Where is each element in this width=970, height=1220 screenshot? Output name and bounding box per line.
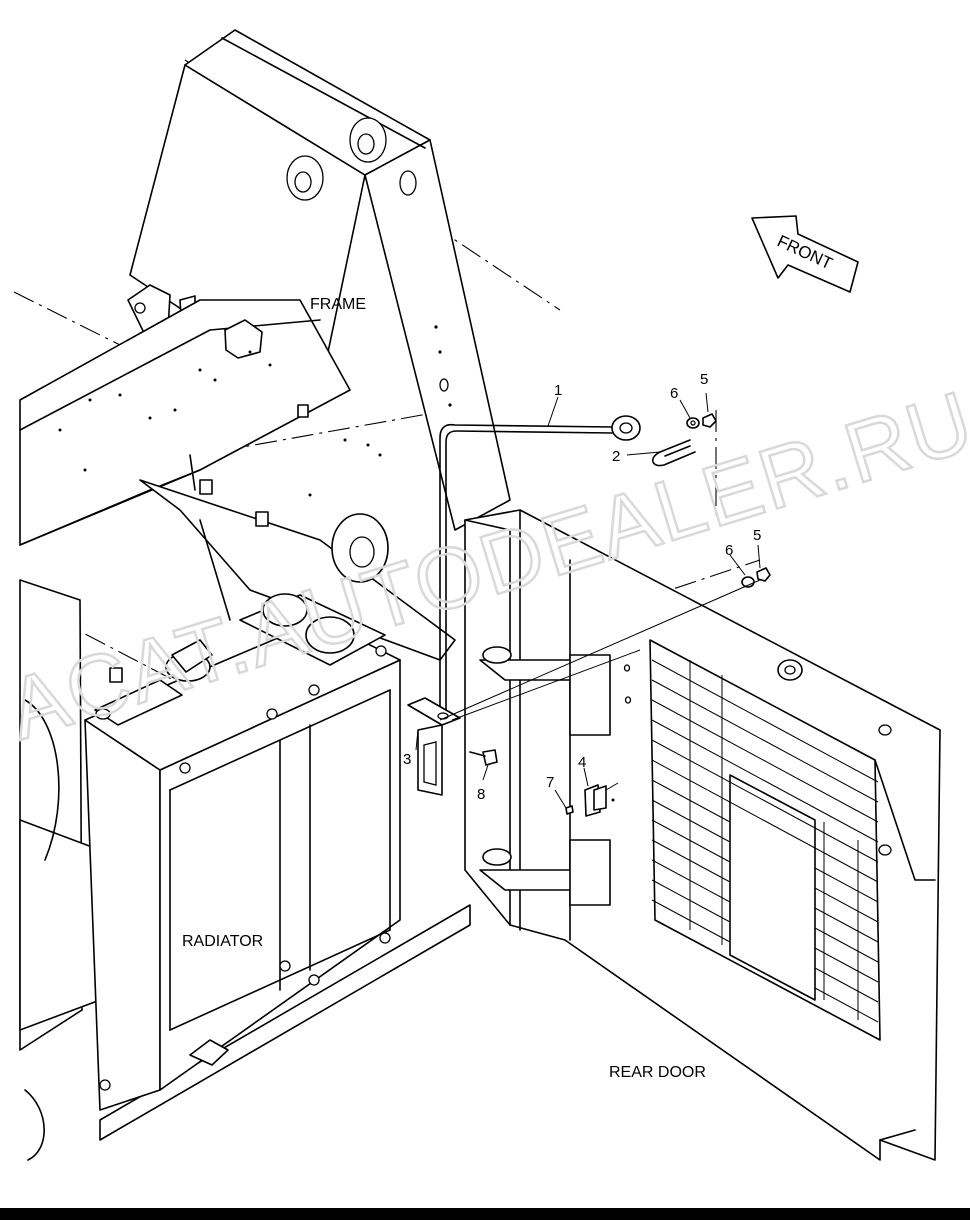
frame-label: FRAME bbox=[310, 296, 366, 313]
lower-left-body bbox=[19, 579, 139, 1161]
callout-part-8: 8 bbox=[477, 786, 485, 803]
front-direction-arrow: FRONT bbox=[751, 215, 859, 293]
callout-part-4: 4 bbox=[578, 754, 586, 771]
radiator-label: RADIATOR bbox=[182, 933, 263, 950]
callout-part-3: 3 bbox=[403, 751, 411, 768]
hardware-nuts-washers bbox=[469, 413, 771, 815]
chassis-deck bbox=[19, 299, 456, 661]
stay-rod-part-1 bbox=[439, 415, 641, 721]
leader-lines bbox=[415, 392, 761, 809]
callout-part-7: 7 bbox=[546, 774, 554, 791]
callout-part-2: 2 bbox=[612, 448, 620, 465]
callout-part-6-upper: 6 bbox=[670, 385, 678, 402]
rear-door-assembly bbox=[464, 509, 941, 1161]
hinge-bracket-part-3 bbox=[407, 697, 461, 796]
callout-part-6-lower: 6 bbox=[725, 542, 733, 559]
radiator-assembly bbox=[84, 593, 471, 1141]
rear-door-label: REAR DOOR bbox=[609, 1064, 706, 1081]
callout-part-1: 1 bbox=[554, 382, 562, 399]
callout-numbers: 1 2 3 4 5 5 6 6 7 8 bbox=[403, 371, 761, 803]
callout-part-5-lower: 5 bbox=[753, 527, 761, 544]
latch-part-4 bbox=[584, 782, 619, 817]
callout-part-5-upper: 5 bbox=[700, 371, 708, 388]
bottom-bar bbox=[0, 1208, 970, 1220]
